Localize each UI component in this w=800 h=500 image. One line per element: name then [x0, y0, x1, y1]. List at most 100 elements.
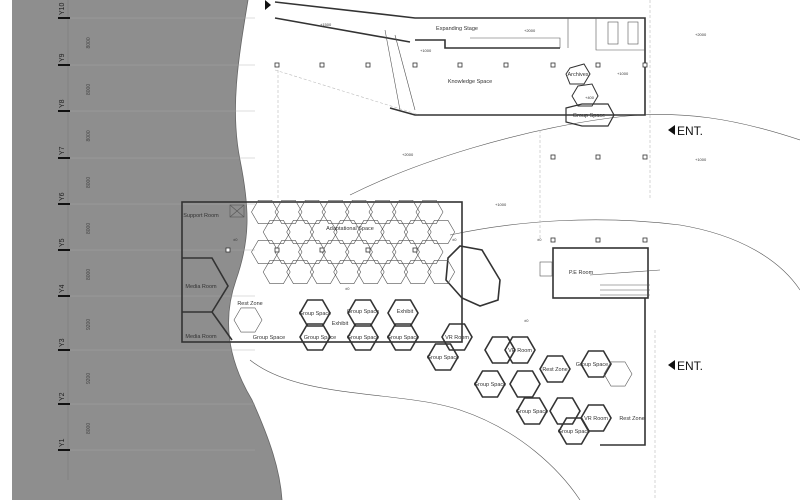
entrance-label: ENT. — [677, 124, 703, 138]
hex-room — [539, 355, 571, 383]
grid-line — [274, 69, 421, 116]
hex-room — [509, 370, 541, 398]
column — [642, 62, 648, 68]
structural-columns — [225, 62, 648, 253]
axis-tick — [58, 449, 70, 451]
column — [412, 62, 418, 68]
axis-label: Y4 — [59, 284, 66, 293]
axis-tick — [58, 295, 70, 297]
room-vr: VR Room — [584, 416, 608, 422]
column — [365, 62, 371, 68]
contour-line — [349, 114, 800, 196]
room-rest-zone: Rest Zone — [237, 301, 262, 307]
room-media-1: Media Room — [185, 284, 217, 290]
hex-room — [474, 370, 506, 398]
axis-tick — [58, 64, 70, 66]
room-group-space: Group Space — [347, 309, 379, 315]
column — [595, 154, 601, 160]
axis-spacing: 9200 — [86, 319, 92, 330]
column — [550, 154, 556, 160]
hex-cell — [392, 240, 420, 265]
room-group-space: Group Space — [576, 362, 608, 368]
axis-tick — [58, 157, 70, 159]
axis-label: Y7 — [59, 146, 66, 155]
hex-cell — [415, 200, 444, 224]
hex-cell — [333, 259, 362, 285]
axis-label: Y9 — [59, 53, 66, 62]
level-mark: ±0 — [452, 237, 457, 242]
hex-cell — [262, 220, 291, 244]
hex-cell — [356, 259, 385, 285]
column — [642, 237, 648, 243]
column — [550, 237, 556, 243]
hex-cell — [321, 200, 350, 224]
axis-spacing: 8000 — [86, 84, 92, 95]
room-expanding-stage: Expanding Stage — [436, 26, 478, 32]
room-group-space: Group Space — [304, 335, 336, 341]
hex-cell — [380, 259, 409, 285]
adaptational-hex-grid — [251, 200, 456, 285]
room-support: Support Room — [183, 213, 219, 219]
hex-room — [427, 343, 459, 371]
entrance-marker: ENT. — [668, 359, 703, 373]
level-mark: ±0 — [537, 237, 542, 242]
room-group-space: Group Space — [558, 429, 590, 435]
room-group-space: Group Space — [427, 355, 459, 361]
axis-label: Y6 — [59, 192, 66, 201]
hex-cell — [262, 259, 291, 285]
axis-label: Y3 — [59, 338, 66, 347]
hex-cell — [309, 220, 338, 244]
room-exhibit: Exhibit — [397, 309, 414, 315]
column — [412, 247, 418, 253]
hex-cell — [427, 220, 456, 244]
column — [595, 62, 601, 68]
contour-line — [249, 359, 581, 500]
hex-room — [484, 336, 516, 364]
entrance-label: ENT. — [677, 359, 703, 373]
axis-spacing: 8000 — [86, 269, 92, 280]
hex-room — [504, 336, 536, 364]
level-mark: +1500 — [320, 22, 332, 27]
hex-room — [299, 323, 331, 351]
room-group-space: Group Space — [387, 335, 419, 341]
column — [503, 62, 509, 68]
axis-label: Y5 — [59, 238, 66, 247]
rest-zone-planter — [233, 307, 263, 333]
axis-spacing: 8000 — [86, 423, 92, 434]
entrance-arrow-icon — [668, 360, 675, 370]
hex-cell — [345, 240, 373, 265]
hex-room — [387, 299, 419, 327]
axis-label: Y1 — [59, 438, 66, 447]
level-mark: ±0 — [233, 237, 238, 242]
rest-zone-planter — [603, 361, 633, 387]
column — [319, 247, 325, 253]
hex-room — [299, 299, 331, 327]
hex-room — [580, 350, 612, 378]
hex-room — [516, 397, 548, 425]
level-mark: +1000 — [495, 202, 507, 207]
column — [225, 247, 231, 253]
hex-room — [347, 299, 379, 327]
column — [274, 62, 280, 68]
room-pe: P.E Room — [569, 270, 594, 276]
hex-cell — [380, 220, 409, 244]
shoreline — [228, 0, 283, 500]
room-group-space: Group Space — [253, 335, 285, 341]
hex-room — [387, 323, 419, 351]
level-mark: +1000 — [617, 71, 629, 76]
axis-spacing: 8000 — [86, 37, 92, 48]
level-mark: +400 — [585, 95, 595, 100]
hexagonal-rooms — [233, 299, 633, 445]
hex-cell — [309, 259, 338, 285]
level-mark: +1000 — [420, 48, 432, 53]
grid-line — [277, 0, 656, 500]
axis-spacing: 9200 — [86, 373, 92, 384]
axis-tick — [58, 403, 70, 405]
hex-cell — [251, 240, 279, 265]
hex-cell — [368, 200, 397, 224]
axis-label: Y2 — [59, 392, 66, 401]
room-vr: VR Room — [508, 348, 532, 354]
entrance-arrow-icon — [668, 125, 675, 135]
